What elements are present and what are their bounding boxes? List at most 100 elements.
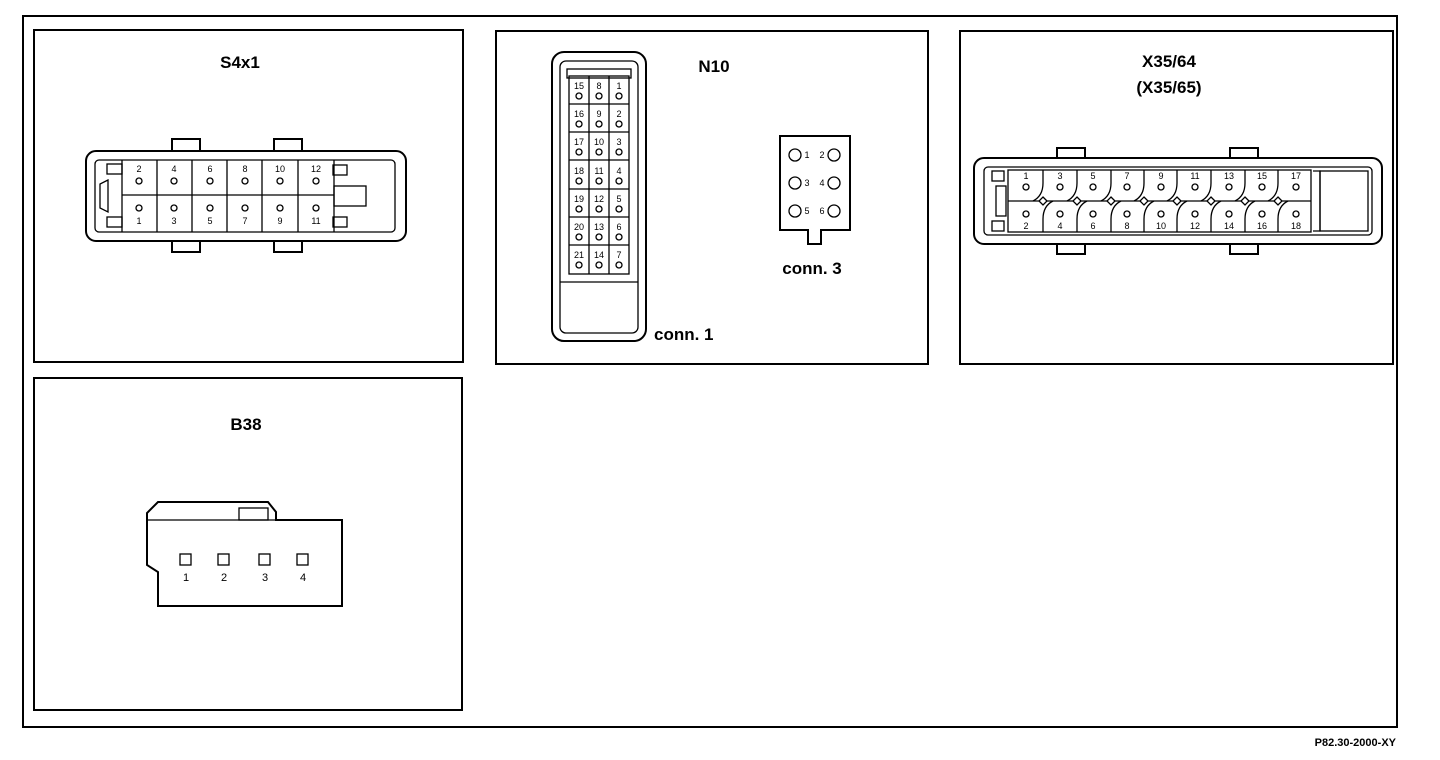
- s4x1-pin: [276, 177, 284, 185]
- n10-pin: [575, 120, 583, 128]
- n10-pin: [575, 261, 583, 269]
- n10-conn1: 15 8 1 16 9 2 17 10 3 18 11 4 19 12 5 20…: [551, 51, 714, 344]
- s4x1-pin: [135, 204, 143, 212]
- n10-pin: [575, 148, 583, 156]
- n10-pin: [575, 92, 583, 100]
- n10-title: N10: [698, 57, 729, 76]
- n10-pin-label: 18: [574, 166, 584, 176]
- x35-64-pin-label: 10: [1156, 221, 1166, 231]
- n10-pin-label: 9: [596, 109, 601, 119]
- n10-conn3-pin-label: 6: [819, 206, 824, 216]
- n10-pin: [575, 233, 583, 241]
- x35-64-pin-label: 9: [1158, 171, 1163, 181]
- s4x1-cavity-grid: [121, 160, 335, 232]
- s4x1-pin: [241, 204, 249, 212]
- b38-pin: [217, 553, 230, 566]
- x35-64-title: X35/64: [1142, 52, 1196, 71]
- b38-pin-label: 4: [300, 572, 306, 584]
- x35-64-pin-label: 2: [1023, 221, 1028, 231]
- n10-pin-label: 20: [574, 222, 584, 232]
- s4x1-pin: [170, 204, 178, 212]
- n10-conn3-pin: [788, 148, 802, 162]
- s4x1-pin-label: 12: [311, 164, 321, 174]
- n10-pin-label: 14: [594, 250, 604, 260]
- s4x1-latch: [99, 178, 109, 214]
- s4x1-pin-label: 1: [136, 216, 141, 226]
- s4x1-pin-label: 5: [207, 216, 212, 226]
- n10-pin: [595, 233, 603, 241]
- s4x1-pin: [276, 204, 284, 212]
- b38-pin-label: 2: [221, 572, 227, 584]
- n10-pin-label: 8: [596, 81, 601, 91]
- n10-conn3-pin: [827, 204, 841, 218]
- s4x1-pin: [312, 177, 320, 185]
- n10-pin: [595, 205, 603, 213]
- s4x1-title: S4x1: [220, 53, 260, 72]
- s4x1-pin: [312, 204, 320, 212]
- s4x1-pin: [206, 204, 214, 212]
- x35-64-pin-label: 16: [1257, 221, 1267, 231]
- b38-title: B38: [230, 415, 261, 434]
- n10-pin-label: 5: [616, 194, 621, 204]
- n10-pin: [595, 120, 603, 128]
- x35-64-pins: [1022, 183, 1300, 218]
- n10-conn3-pin: [827, 176, 841, 190]
- n10-conn1-key: [566, 68, 632, 79]
- n10-conn1-pins: [575, 92, 623, 269]
- s4x1-pin-label: 6: [207, 164, 212, 174]
- panel-x35-64: X35/64 (X35/65): [959, 30, 1394, 365]
- b38-housing: [146, 501, 343, 607]
- x35-64-cavity-arcs: [1032, 170, 1289, 232]
- b38-pin-label: 3: [262, 572, 268, 584]
- n10-pin: [575, 177, 583, 185]
- n10-pin: [615, 261, 623, 269]
- n10-pin-label: 6: [616, 222, 621, 232]
- s4x1-pin: [241, 177, 249, 185]
- n10-pin-label: 11: [594, 166, 603, 176]
- s4x1-pin-label: 2: [136, 164, 141, 174]
- outer-frame: [22, 15, 1398, 728]
- n10-pin-label: 17: [574, 137, 584, 147]
- n10-pin: [595, 148, 603, 156]
- n10-conn3-caption: conn. 3: [782, 259, 842, 278]
- s4x1-housing-inner: [94, 159, 396, 233]
- x35-64-pin-label: 6: [1090, 221, 1095, 231]
- b38-pin: [296, 553, 309, 566]
- n10-conn3: 1 2 3 4 5 6 conn. 3: [779, 135, 851, 278]
- x35-64-key: [991, 220, 1005, 232]
- n10-conn3-pin: [788, 204, 802, 218]
- n10-pin-label: 2: [616, 109, 621, 119]
- n10-conn3-pin: [788, 176, 802, 190]
- x35-64-pin-label: 12: [1190, 221, 1200, 231]
- s4x1-connector: 2 4 6 8 10 12 1 3 5 7 9 11: [85, 138, 407, 253]
- n10-pin: [615, 120, 623, 128]
- x35-64-pin-label: 3: [1057, 171, 1062, 181]
- x35-64-pin-label: 14: [1224, 221, 1234, 231]
- n10-pin-label: 3: [616, 137, 621, 147]
- n10-pin: [615, 148, 623, 156]
- b38-pin: [179, 553, 192, 566]
- n10-pin-label: 4: [616, 166, 621, 176]
- n10-pin: [615, 177, 623, 185]
- s4x1-key: [332, 216, 348, 228]
- n10-conn1-pin-labels: 15 8 1 16 9 2 17 10 3 18 11 4 19 12 5 20…: [574, 81, 622, 260]
- x35-64-pin-label: 13: [1224, 171, 1234, 181]
- n10-pin: [615, 92, 623, 100]
- x35-64-pin-label: 1: [1023, 171, 1028, 181]
- x35-64-latch: [995, 185, 1007, 217]
- s4x1-key: [332, 164, 348, 176]
- n10-pin-label: 12: [594, 194, 604, 204]
- n10-pin-label: 21: [574, 250, 584, 260]
- x35-64-housing-inner: [983, 166, 1373, 236]
- b38-latch: [238, 507, 269, 521]
- n10-pin-label: 16: [574, 109, 584, 119]
- x35-64-connector: 1 3 5 7 9 11 13 15 17 2 4 6 8 10 12 14 1…: [973, 147, 1383, 255]
- panel-s4x1: S4x1: [33, 29, 464, 363]
- n10-conn3-pin-label: 3: [804, 178, 809, 188]
- s4x1-pin-label: 4: [171, 164, 176, 174]
- s4x1-pin-label: 8: [242, 164, 247, 174]
- s4x1-pin-label: 7: [242, 216, 247, 226]
- s4x1-pin: [206, 177, 214, 185]
- n10-pin-label: 1: [616, 81, 621, 91]
- x35-64-pin-label: 5: [1090, 171, 1095, 181]
